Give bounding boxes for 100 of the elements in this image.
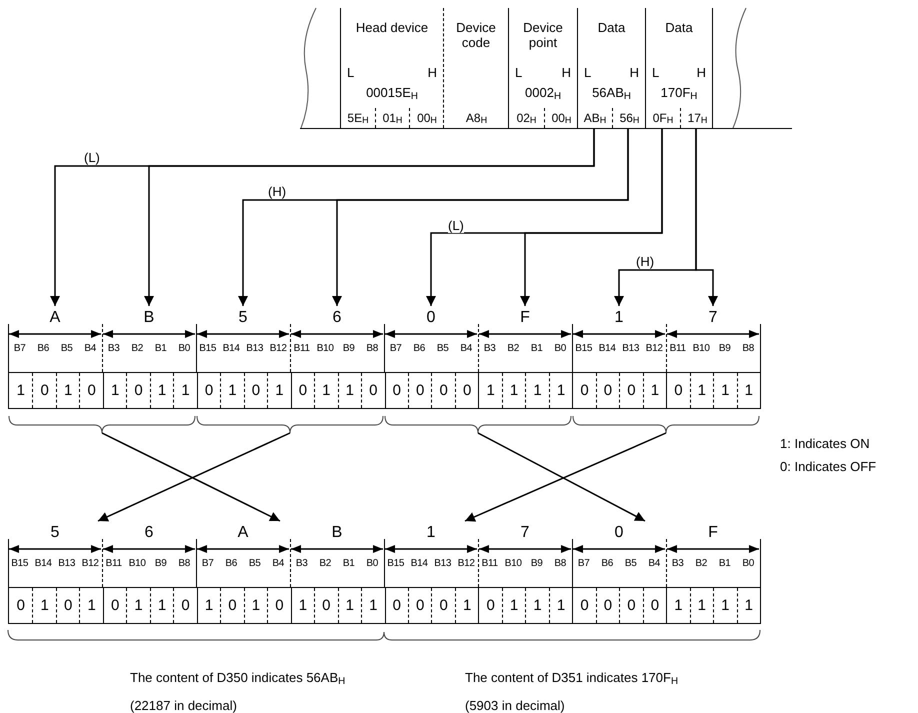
- bit-value: 0: [454, 373, 478, 408]
- bit-value: 1: [290, 588, 314, 623]
- bit-label: B1: [154, 342, 167, 356]
- bit-value: 1: [525, 588, 549, 623]
- bit-value: 1: [548, 373, 572, 408]
- bit-value: 1: [690, 373, 714, 408]
- bit-label: B4: [84, 342, 96, 356]
- bit-value: 0: [126, 373, 150, 408]
- bit-value: 1: [32, 588, 56, 623]
- bit-label: B3: [672, 557, 684, 571]
- bit-label: B6: [601, 557, 614, 571]
- bit-label: B14: [222, 342, 240, 356]
- bit-value: 1: [502, 588, 526, 623]
- bit-value: 1: [173, 373, 197, 408]
- bit-label: B4: [460, 342, 472, 356]
- bit-value: 1: [220, 373, 244, 408]
- caption-text: (22187 in decimal): [130, 698, 237, 713]
- hex-value: 56AB$_{H}$: [592, 85, 631, 100]
- byte-value: AB$_{H}$: [578, 108, 612, 128]
- bit-value: 1: [502, 373, 526, 408]
- column-header: Device point: [522, 20, 564, 50]
- bit-label: B7: [202, 557, 214, 571]
- byte-value: 56$_{H}$: [612, 108, 646, 128]
- hex-digit: 1: [384, 522, 478, 544]
- bit-label: B12: [270, 342, 287, 356]
- bit-label: B8: [366, 342, 378, 356]
- bit-label: B13: [434, 557, 452, 571]
- bit-value: 0: [408, 588, 432, 623]
- bit-value: 1: [548, 588, 572, 623]
- hex-value: 0002$_{H}$: [525, 85, 561, 100]
- bit-value: 0: [361, 373, 384, 408]
- bit-label: B5: [436, 342, 449, 356]
- bit-label: B0: [742, 557, 754, 571]
- bit-value: 1: [454, 588, 478, 623]
- hex-digit: 6: [102, 522, 196, 544]
- bit-label: B7: [14, 342, 26, 356]
- bit-value: 0: [102, 588, 126, 623]
- bit-value: 0: [642, 588, 666, 623]
- bit-value: 0: [619, 373, 643, 408]
- byte-order-label: L: [515, 65, 522, 80]
- bit-value: 0: [384, 373, 408, 408]
- byte-order-label: H: [428, 65, 437, 80]
- bit-label: B15: [199, 342, 216, 356]
- bit-label: B10: [128, 557, 146, 571]
- bit-value: 1: [126, 588, 150, 623]
- bit-value: 0: [244, 373, 268, 408]
- bit-label: B0: [554, 342, 566, 356]
- bit-value: 0: [619, 588, 643, 623]
- hex-digit: 5: [8, 522, 102, 544]
- bit-label: B15: [387, 557, 404, 571]
- bit-value: 1: [338, 588, 362, 623]
- bit-label: B5: [624, 557, 637, 571]
- bit-label: B12: [82, 557, 99, 571]
- hex-value: 170F$_{H}$: [660, 85, 698, 100]
- bit-value: 0: [56, 588, 80, 623]
- bit-value: 0: [431, 373, 455, 408]
- bit-label: B10: [316, 342, 334, 356]
- bit-label: B8: [554, 557, 566, 571]
- bit-value: 0: [196, 373, 220, 408]
- bit-value: 0: [431, 588, 455, 623]
- bit-value: 0: [79, 373, 103, 408]
- bit-label: B6: [413, 342, 426, 356]
- bit-label: B3: [108, 342, 120, 356]
- hex-digit: 1: [572, 307, 666, 329]
- bit-label: B14: [34, 557, 52, 571]
- note-text: 0: Indicates OFF: [780, 459, 876, 474]
- bit-label: B14: [598, 342, 616, 356]
- byte-value: 01$_{H}$: [375, 108, 409, 128]
- byte-order-label: H: [630, 65, 639, 80]
- byte-order-label: L: [584, 65, 592, 80]
- hex-digit: 7: [478, 522, 572, 544]
- bit-value: 0: [596, 373, 620, 408]
- caption-text: (5903 in decimal): [465, 698, 565, 713]
- byte-value: 00$_{H}$: [544, 108, 578, 128]
- bit-label: B10: [504, 557, 522, 571]
- bit-value: 1: [102, 373, 126, 408]
- bit-label: B4: [272, 557, 284, 571]
- brace: [572, 416, 760, 433]
- bit-label: B1: [530, 342, 543, 356]
- bit-value: 0: [267, 588, 291, 623]
- edge-label: (L): [84, 150, 100, 165]
- bit-label: B0: [366, 557, 378, 571]
- hex-digit: 0: [384, 307, 478, 329]
- bit-value: 0: [290, 373, 314, 408]
- byte-value: 02$_{H}$: [509, 108, 544, 128]
- bit-label: B6: [37, 342, 50, 356]
- bit-label: B5: [60, 342, 73, 356]
- bit-value: 0: [572, 373, 596, 408]
- bit-label: B9: [530, 557, 543, 571]
- bit-value: 0: [32, 373, 56, 408]
- bit-label: B11: [670, 342, 686, 356]
- hex-value: 00015E$_{H}$: [366, 85, 418, 100]
- bit-label: B13: [246, 342, 264, 356]
- bit-label: B0: [178, 342, 190, 356]
- bit-value: 1: [314, 373, 338, 408]
- brace: [384, 416, 572, 433]
- bit-value: 1: [244, 588, 268, 623]
- hex-digit: F: [666, 522, 760, 544]
- bit-value: 0: [572, 588, 596, 623]
- bit-label: B13: [58, 557, 76, 571]
